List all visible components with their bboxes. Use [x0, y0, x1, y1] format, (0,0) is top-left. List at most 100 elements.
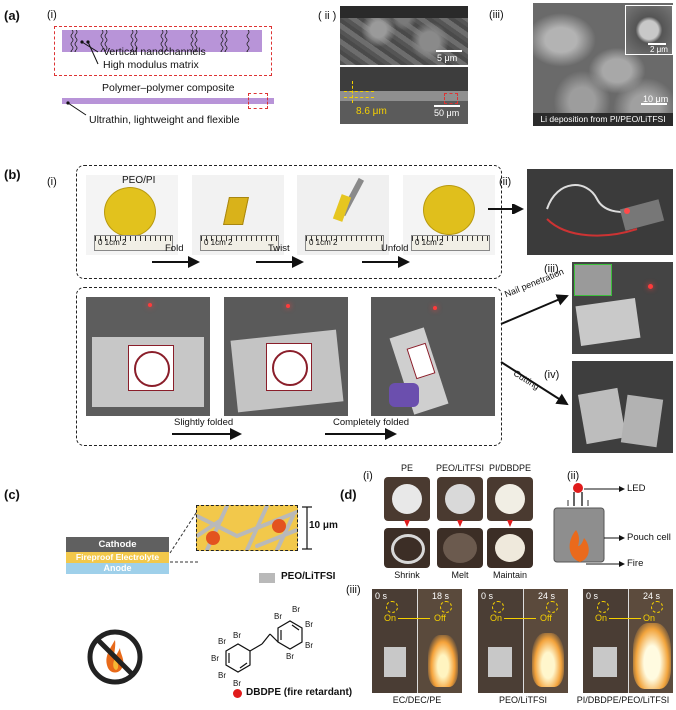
- peo-before: [437, 477, 483, 521]
- time-start: 0 s: [481, 591, 494, 601]
- test-name-3: PI/DBDPE/PEO/LiTFSI: [576, 695, 670, 705]
- led-label: LED: [627, 483, 646, 494]
- sample-peo-litfsi: PEO/LiTFSI: [435, 463, 484, 473]
- peo-after: [437, 528, 483, 568]
- photo-unfolded: 0 1cm 2: [403, 175, 495, 255]
- electrolyte-zoom: [196, 505, 298, 551]
- electrolyte-layer: [66, 552, 169, 563]
- cathode-label: Cathode: [98, 539, 137, 550]
- fire-test-2: 0 s 24 s On Off: [478, 589, 568, 693]
- br-atom: Br: [233, 679, 241, 688]
- sample-pi-dbdpe: PI/DBDPE: [488, 463, 531, 473]
- fold-label: Fold: [165, 243, 184, 254]
- sem-top-image: 5 μm: [340, 6, 468, 65]
- pi-before: [487, 477, 533, 521]
- time-start: 0 s: [586, 591, 599, 601]
- off-label: Off: [434, 613, 446, 623]
- result-maintain: Maintain: [492, 570, 528, 580]
- panel-b-iii-label: (iii): [544, 263, 559, 275]
- br-atom: Br: [292, 605, 300, 614]
- off-label: Off: [540, 613, 552, 623]
- result-melt: Melt: [451, 570, 469, 580]
- photo-slight-fold-1: [86, 297, 210, 416]
- pi-after: [487, 528, 533, 568]
- time-start: 0 s: [375, 591, 388, 601]
- slightly-folded-label: Slightly folded: [174, 417, 234, 428]
- ruler-4: 0 1cm 2: [411, 235, 490, 251]
- composite-film: [62, 98, 274, 104]
- sample-pe: PE: [400, 463, 413, 473]
- time-end: 18 s: [432, 591, 450, 601]
- pe-after: [384, 528, 430, 568]
- folding-demo-box: [76, 287, 502, 446]
- panel-c-label: (c): [4, 487, 20, 502]
- pouch-cell-schematic: [553, 483, 625, 567]
- fire-label: Fire: [627, 558, 644, 569]
- photo-nail-penetration: [572, 262, 673, 354]
- pe-before: [384, 477, 430, 521]
- vertical-nanochannels-label: Vertical nanochannels: [103, 46, 206, 58]
- br-atom: Br: [218, 671, 226, 680]
- panel-d-label: (d): [340, 487, 357, 502]
- test-name-1: EC/DEC/PE: [392, 695, 442, 705]
- panel-b-label: (b): [4, 167, 21, 182]
- twist-label: Twist: [268, 243, 290, 254]
- br-atom: Br: [305, 641, 313, 650]
- peo-legend-swatch: [259, 573, 275, 583]
- sample-label: PEO/PI: [122, 175, 156, 186]
- zoom-box: [54, 26, 272, 76]
- dbdpe-legend-label: DBDPE (fire retardant): [246, 687, 353, 698]
- inset-image: 2 μm: [625, 5, 673, 55]
- callout-lines: [80, 40, 99, 65]
- flex-demo-box: [76, 165, 502, 279]
- dbdpe-legend-dot: [233, 689, 242, 698]
- li-scale: 10 μm: [643, 94, 669, 104]
- panel-a-iii-label: (iii): [489, 9, 504, 21]
- panel-a-i-label: (i): [47, 9, 57, 21]
- test-name-2: PEO/LiTFSI: [498, 695, 547, 705]
- time-end: 24 s: [538, 591, 556, 601]
- photo-cutting: [572, 361, 673, 453]
- fire-test-1: 0 s 18 s On Off: [372, 589, 462, 693]
- panel-a-label: (a): [4, 8, 20, 23]
- arrow-to-ii: [488, 204, 524, 214]
- sem-bottom-scale: 50 μm: [434, 108, 460, 118]
- br-atom: Br: [218, 637, 226, 646]
- cathode-layer: [66, 537, 169, 552]
- panel-d-ii-label: (ii): [567, 470, 580, 482]
- no-fire-icon: [87, 629, 143, 685]
- fold-arrows: [172, 428, 397, 440]
- br-atom: Br: [274, 612, 282, 621]
- photo-complete-fold: [371, 297, 495, 416]
- ruler-1: 0 1cm 2: [94, 235, 173, 251]
- br-atom: Br: [286, 652, 294, 661]
- time-end: 24 s: [643, 591, 661, 601]
- br-atom: Br: [211, 654, 219, 663]
- anode-label: Anode: [103, 563, 132, 573]
- zoom-lines: [169, 509, 199, 563]
- high-modulus-matrix-label: High modulus matrix: [103, 59, 199, 71]
- panel-b-ii-label: (ii): [499, 176, 512, 188]
- electrolyte-label: Fireproof Electrolyte: [75, 552, 160, 562]
- panel-b-iv-label: (iv): [544, 369, 560, 381]
- sem-cross-section-image: 8.6 μm 50 μm: [340, 67, 468, 124]
- test-arrows: [404, 520, 513, 527]
- panel-d-iii-label: (iii): [346, 584, 361, 596]
- sem-top-scale: 5 μm: [437, 53, 458, 63]
- step-arrows: [152, 256, 410, 268]
- on-label-end: On: [643, 613, 656, 623]
- photo-slight-fold-2: [224, 297, 348, 416]
- branch-arrows: [500, 294, 569, 406]
- panel-d-i-label: (i): [363, 470, 373, 482]
- photo-cell-led: [527, 169, 673, 255]
- fire-test-3: 0 s 24 s On On: [583, 589, 673, 693]
- film-callout-line: [66, 101, 87, 116]
- ruler-3: 0 1cm 2: [305, 235, 384, 251]
- photo-folded: 0 1cm 2: [192, 175, 284, 255]
- on-label: On: [490, 613, 503, 623]
- composite-title: Polymer–polymer composite: [102, 82, 235, 94]
- completely-folded-label: Completely folded: [333, 417, 410, 428]
- panel-a-ii-label: ( ii ): [318, 10, 337, 22]
- panel-b-i-label: (i): [47, 176, 57, 188]
- thickness-bracket: [302, 506, 312, 550]
